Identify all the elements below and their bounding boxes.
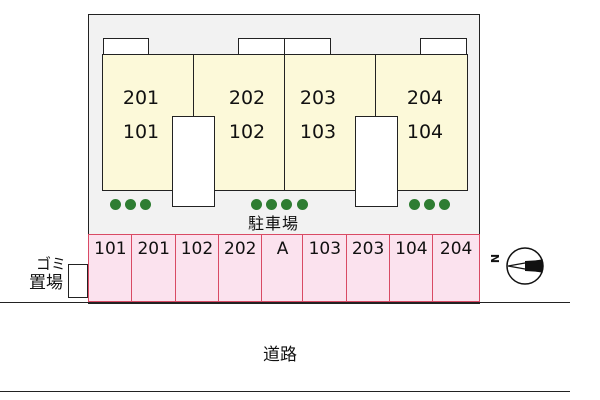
road-edge-bottom bbox=[0, 391, 570, 392]
unit-label-202: 202 bbox=[228, 87, 266, 109]
unit-label-103: 103 bbox=[299, 121, 337, 143]
unit-label-102: 102 bbox=[228, 121, 266, 143]
unit-label-104: 104 bbox=[406, 121, 444, 143]
garbage-label-top: ゴミ bbox=[36, 255, 67, 273]
balcony-201 bbox=[103, 38, 149, 55]
parking-space-204: 204 bbox=[432, 234, 481, 302]
tree-icon bbox=[281, 199, 292, 210]
tree-icon bbox=[125, 199, 136, 210]
tree-icon bbox=[140, 199, 151, 210]
parking-space-101: 101 bbox=[88, 234, 133, 302]
garbage-area bbox=[68, 264, 88, 298]
balcony-202 bbox=[238, 38, 285, 55]
parking-space-203: 203 bbox=[345, 234, 391, 302]
compass-north-letter: N bbox=[488, 253, 502, 264]
tree-icon bbox=[297, 199, 308, 210]
parking-space-a: A bbox=[261, 234, 304, 302]
unit-label-203: 203 bbox=[299, 87, 337, 109]
stair-right bbox=[355, 116, 398, 207]
unit-label-204: 204 bbox=[406, 87, 444, 109]
road-edge-top bbox=[0, 302, 570, 303]
parking-space-102: 102 bbox=[174, 234, 220, 302]
tree-icon bbox=[110, 199, 121, 210]
tree-icon bbox=[409, 199, 420, 210]
stair-left bbox=[172, 116, 215, 207]
parking-space-201: 201 bbox=[131, 234, 177, 302]
parking-row: 101 201 102 202 A 103 203 104 204 bbox=[88, 234, 481, 302]
parking-space-103: 103 bbox=[302, 234, 348, 302]
tree-icon bbox=[266, 199, 277, 210]
tree-icon bbox=[424, 199, 435, 210]
road-label: 道路 bbox=[263, 345, 297, 365]
balcony-204 bbox=[420, 38, 467, 55]
balcony-203 bbox=[284, 38, 331, 55]
compass-icon bbox=[506, 247, 544, 285]
tree-icon bbox=[439, 199, 450, 210]
parking-space-104: 104 bbox=[388, 234, 434, 302]
unit-label-201: 201 bbox=[122, 87, 160, 109]
parking-label: 駐車場 bbox=[248, 214, 300, 233]
parking-space-202: 202 bbox=[217, 234, 263, 302]
tree-icon bbox=[251, 199, 262, 210]
garbage-label-bottom: 置場 bbox=[29, 273, 63, 293]
unit-label-101: 101 bbox=[122, 121, 160, 143]
